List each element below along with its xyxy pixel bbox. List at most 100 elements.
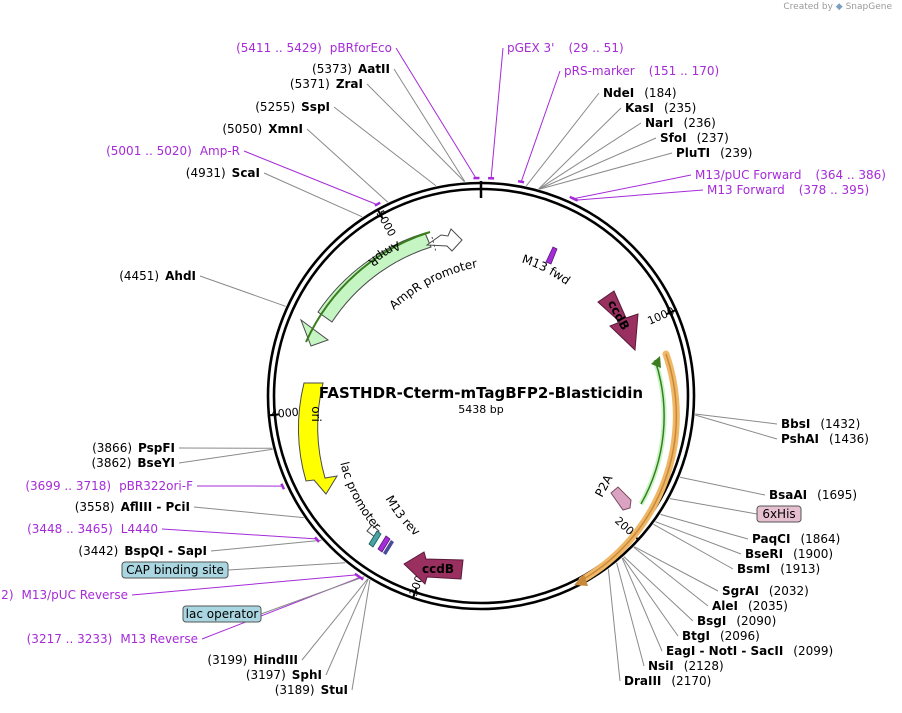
enzyme-label-zrai[interactable]: (5371)ZraI <box>290 77 363 91</box>
primer-label-m13-puc-forward[interactable]: M13/pUC Forward(364 .. 386) <box>695 168 886 182</box>
enzyme-leader-sgrai <box>634 546 719 592</box>
enzyme-name: PspFI <box>138 441 175 455</box>
primer-mark-m13-reverse <box>357 575 364 581</box>
feature-box-cap-binding-site[interactable]: CAP binding site <box>121 561 229 579</box>
feature-highlight-arc <box>574 350 680 586</box>
enzyme-label-btgi[interactable]: BtgI(2096) <box>682 629 760 643</box>
tick-1000 <box>666 308 678 315</box>
enzyme-name: NdeI <box>603 86 634 100</box>
primer-label-l4440[interactable]: (3448 .. 3465)L4440 <box>27 522 158 536</box>
feature-ori[interactable]: ori <box>298 382 338 495</box>
primer-name: M13/pUC Reverse <box>22 588 129 602</box>
enzyme-label-bsgi[interactable]: BsgI(2090) <box>697 614 776 628</box>
enzyme-label-sspi[interactable]: (5255)SspI <box>255 100 330 114</box>
enzyme-leader-alei <box>633 546 709 607</box>
enzyme-label-xmni[interactable]: (5050)XmnI <box>222 122 303 136</box>
primer-range: (151 .. 170) <box>649 64 719 78</box>
feature-box-lac-operator[interactable]: lac operator <box>182 605 262 623</box>
enzyme-label-afliii-pcii[interactable]: (3558)AflIII - PciI <box>75 500 190 514</box>
enzyme-leader-afliii-pcii <box>193 506 304 519</box>
feature-label-ampR-promoter: AmpR promoter <box>386 256 478 312</box>
enzyme-label-bseri[interactable]: BseRI(1900) <box>745 547 833 561</box>
enzyme-position: (2170) <box>671 674 711 688</box>
enzyme-position: (237) <box>697 131 729 145</box>
enzyme-leader-paqci <box>660 513 749 540</box>
enzyme-name: KasI <box>625 101 654 115</box>
enzyme-name: SfoI <box>660 131 687 145</box>
enzyme-label-hindiii[interactable]: (3199)HindIII <box>207 653 298 667</box>
enzyme-name: ScaI <box>232 166 260 180</box>
primer-label-pbr322ori-f[interactable]: (3699 .. 3718)pBR322ori-F <box>25 479 193 493</box>
enzyme-label-bsmi[interactable]: BsmI(1913) <box>737 562 820 576</box>
primer-leader-l4440 <box>161 528 318 540</box>
created-by-label: Created by <box>783 2 833 12</box>
enzyme-position: (3862) <box>92 456 132 470</box>
tick-label-5000: 5000 <box>373 208 398 239</box>
enzyme-label-stui[interactable]: (3189)StuI <box>275 683 348 697</box>
enzyme-label-ahdi[interactable]: (4451)AhdI <box>119 269 196 283</box>
enzyme-label-scai[interactable]: (4931)ScaI <box>186 166 260 180</box>
primer-label-pbrforeco[interactable]: (5411 .. 5429)pBRforEco <box>236 41 392 55</box>
enzyme-position: (3558) <box>75 500 115 514</box>
primer-label-amp-r[interactable]: (5001 .. 5020)Amp-R <box>106 144 240 158</box>
feature-ccdB-2[interactable]: ccdB <box>403 551 464 585</box>
enzyme-label-alei[interactable]: AleI(2035) <box>712 599 788 613</box>
primer-name: pBR322ori-F <box>119 479 193 493</box>
enzyme-label-bspqi-sapi[interactable]: (3442)BspQI - SapI <box>78 544 207 558</box>
feature-m13-fwd[interactable]: M13 fwd <box>520 246 573 288</box>
enzyme-position: (3199) <box>207 653 247 667</box>
feature-box-6xhis[interactable]: 6xHis <box>756 505 802 523</box>
enzyme-leader-btgi <box>622 557 679 637</box>
enzyme-label-sfoi[interactable]: SfoI (237) <box>660 131 729 145</box>
enzyme-label-kasi[interactable]: KasI(235) <box>625 101 696 115</box>
primer-label-prs-marker[interactable]: pRS-marker(151 .. 170) <box>564 64 719 78</box>
feature-ccdB-1[interactable]: ccdB <box>597 290 639 352</box>
primer-label-m13-forward[interactable]: M13 Forward(378 .. 395) <box>707 183 869 197</box>
enzyme-leader-sphi <box>325 578 369 676</box>
enzyme-label-bseyi[interactable]: (3862)BseYI <box>92 456 176 470</box>
enzyme-label-bbsi[interactable]: BbsI(1432) <box>781 417 860 431</box>
enzyme-label-nsii[interactable]: NsiI(2128) <box>648 659 724 673</box>
feature-leader-6xhis <box>669 498 758 515</box>
enzyme-label-eagi-noti-sacii[interactable]: EagI - NotI - SacII(2099) <box>666 644 833 658</box>
feature-label-ori: ori <box>309 406 323 422</box>
enzyme-name: ZraI <box>336 77 363 91</box>
primer-label-pgex-3[interactable]: pGEX 3'(29 .. 51) <box>507 41 624 55</box>
enzyme-label-bsaai[interactable]: BsaAI(1695) <box>769 488 857 502</box>
primer-mark-amp-r <box>374 201 381 207</box>
tick-5000 <box>376 208 384 219</box>
enzyme-position: (1864) <box>800 532 840 546</box>
feature-ampR-promoter[interactable]: AmpR promoter <box>386 228 478 312</box>
enzyme-position: (3189) <box>275 683 315 697</box>
primer-label-m13-puc-reverse[interactable]: (3230 .. 3252)M13/pUC Reverse <box>0 588 128 602</box>
enzyme-label-draiii[interactable]: DraIII(2170) <box>624 674 711 688</box>
enzyme-name: AleI <box>712 599 738 613</box>
enzyme-label-aatii[interactable]: (5373)AatII <box>312 62 390 76</box>
enzyme-position: (5373) <box>312 62 352 76</box>
enzyme-label-nari[interactable]: NarI(236) <box>645 116 716 130</box>
plasmid-name: FASTHDR-Cterm-mTagBFP2-Blasticidin <box>319 384 643 402</box>
primer-name: M13 Reverse <box>120 632 198 646</box>
enzyme-leader-bseyi <box>178 448 273 464</box>
enzyme-position: (1913) <box>780 562 820 576</box>
enzyme-leader-sfoi <box>538 137 657 190</box>
feature-label-ccdB-1: ccdB <box>605 298 632 333</box>
primer-leader-pgex-3 <box>490 47 504 180</box>
enzyme-name: PshAI <box>781 432 819 446</box>
enzyme-label-pspfi[interactable]: (3866)PspFI <box>92 441 175 455</box>
feature-lac-promoter[interactable]: lac promoter <box>337 460 384 538</box>
primer-label-m13-reverse[interactable]: (3217 .. 3233)M13 Reverse <box>27 632 198 646</box>
enzyme-label-sphi[interactable]: (3197)SphI <box>246 668 322 682</box>
enzyme-label-sgrai[interactable]: SgrAI(2032) <box>722 584 809 598</box>
enzyme-position: (236) <box>684 116 716 130</box>
feature-p2a[interactable]: P2A <box>592 472 632 511</box>
enzyme-position: (239) <box>720 146 752 160</box>
enzyme-label-pluti[interactable]: PluTI(239) <box>676 146 752 160</box>
enzyme-leader-sspi <box>333 106 437 187</box>
enzyme-label-paqci[interactable]: PaqCI(1864) <box>752 532 840 546</box>
enzyme-position: (3197) <box>246 668 286 682</box>
enzyme-label-ndei[interactable]: NdeI(184) <box>603 86 677 100</box>
enzyme-label-pshai[interactable]: PshAI(1436) <box>781 432 869 446</box>
enzyme-leader-bseri <box>655 521 742 555</box>
